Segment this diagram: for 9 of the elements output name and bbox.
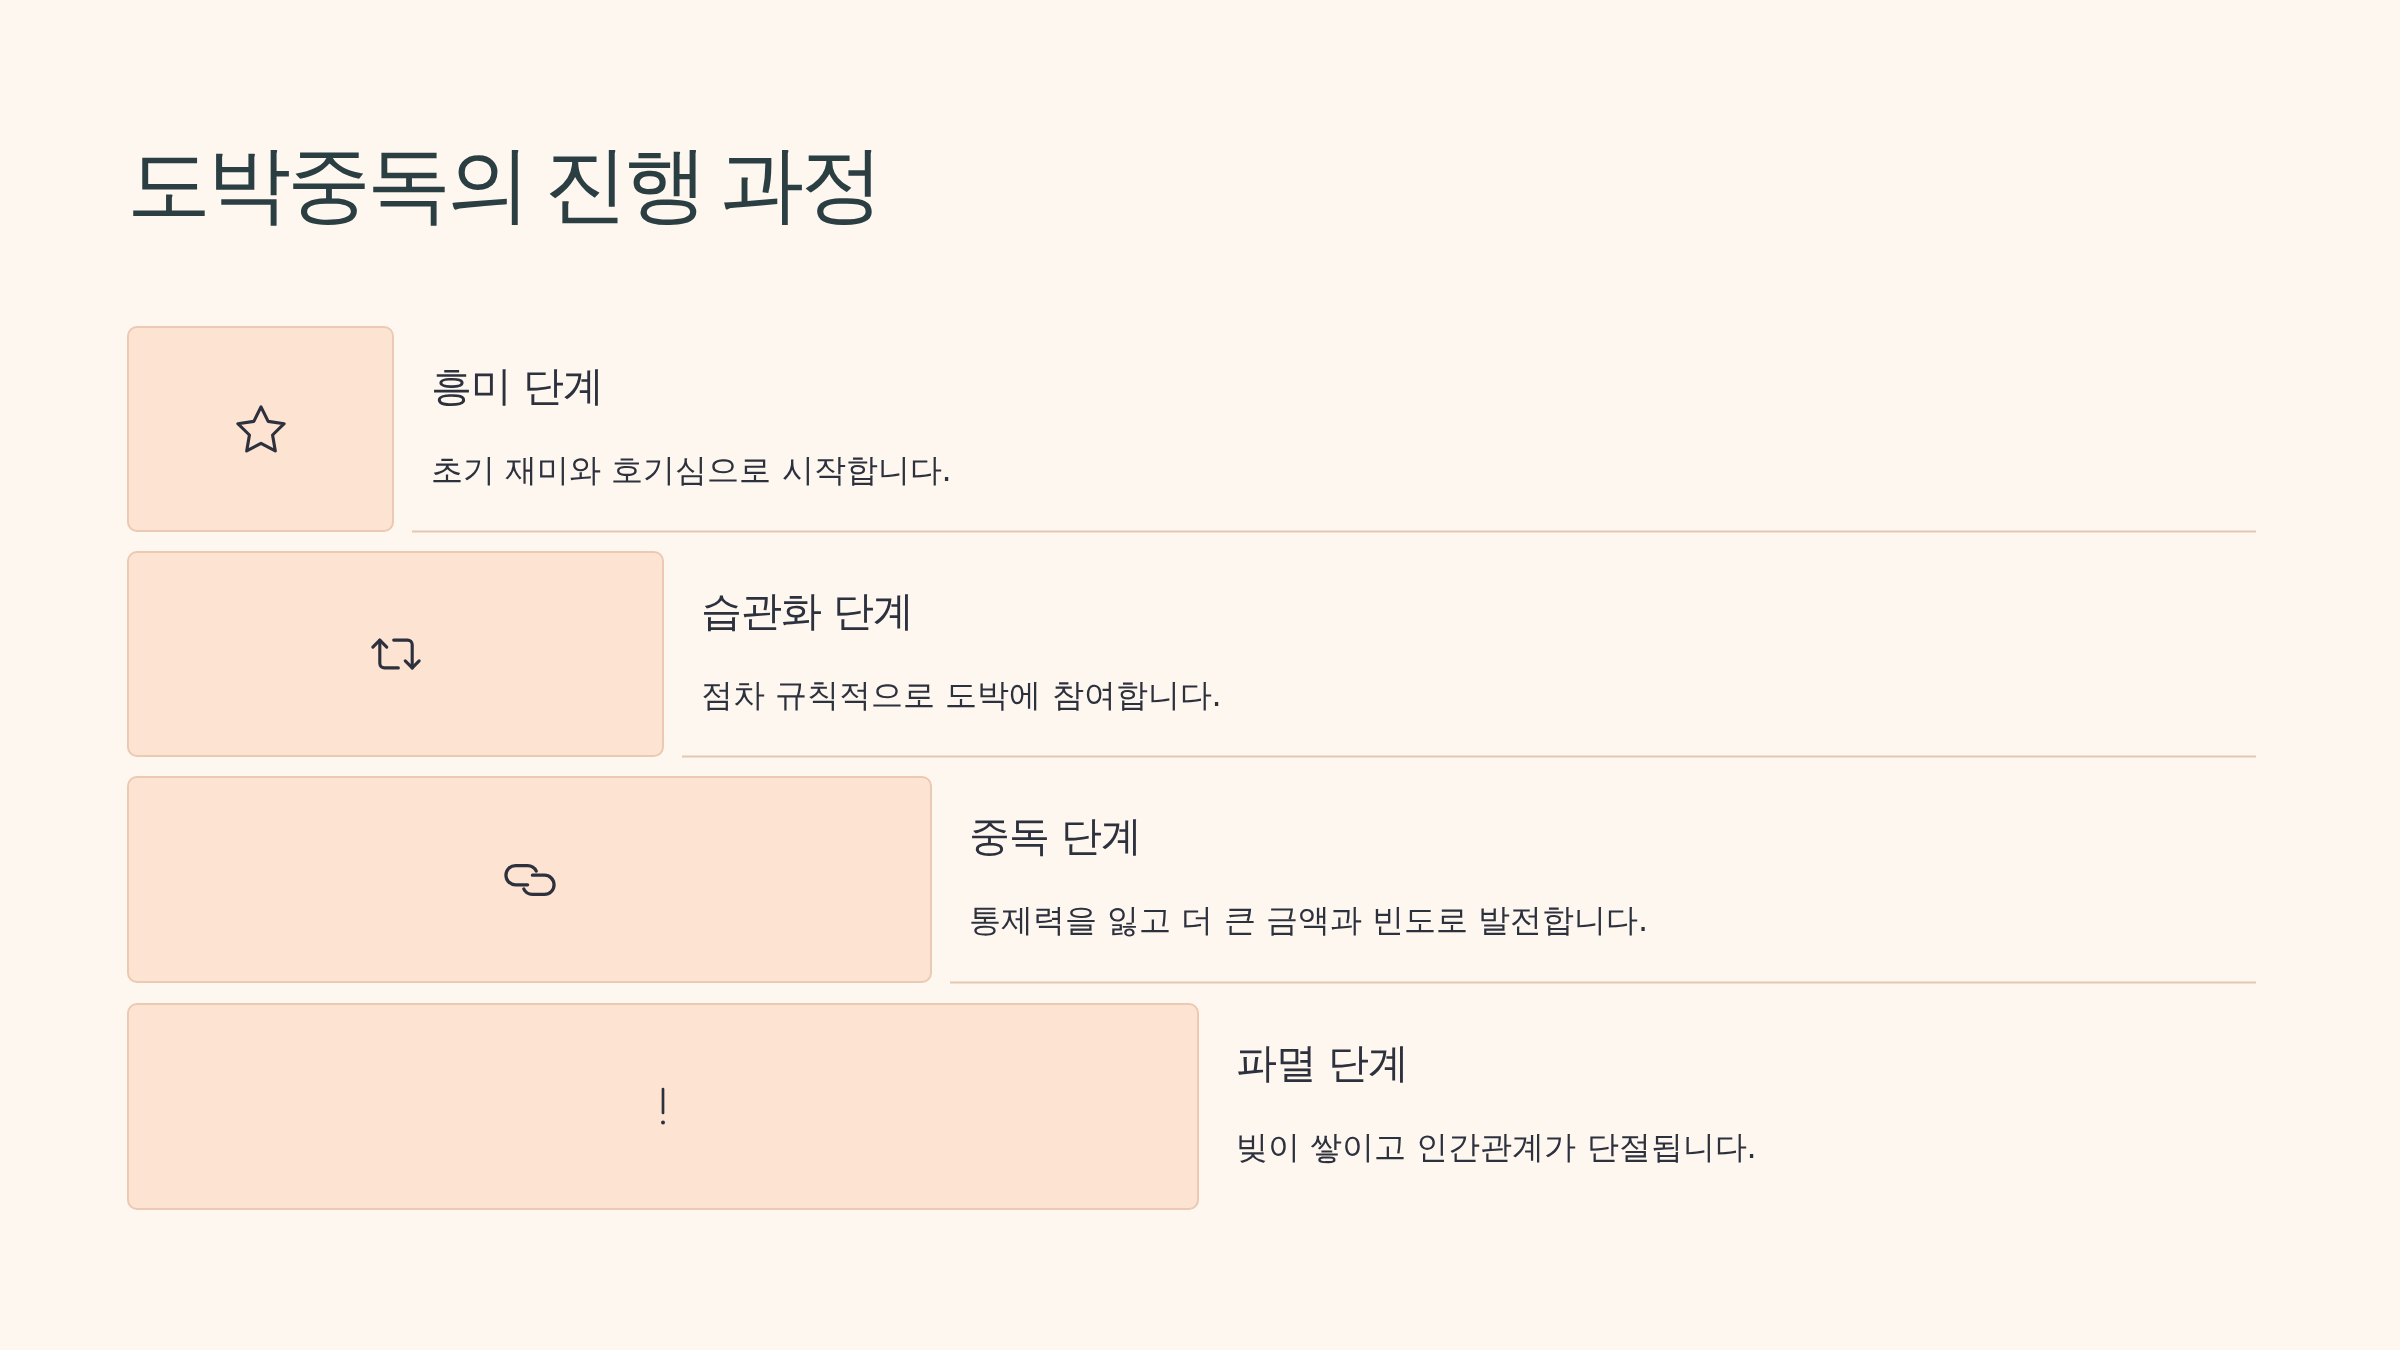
stage-heading: 흥미 단계 [431, 362, 604, 412]
stage-description: 점차 규칙적으로 도박에 참여합니다. [701, 676, 1222, 715]
stage-heading: 파멸 단계 [1236, 1039, 1409, 1089]
stage-description: 통제력을 잃고 더 큰 금액과 빈도로 발전합니다. [969, 901, 1649, 940]
stage-heading: 중독 단계 [969, 812, 1142, 862]
stage-description: 빚이 쌓이고 인간관계가 단절됩니다. [1236, 1128, 1757, 1167]
title: 도박중독의 진행 과정 [127, 134, 881, 235]
stage-heading: 습관화 단계 [701, 587, 914, 637]
stage-description: 초기 재미와 호기심으로 시작합니다. [431, 451, 952, 490]
